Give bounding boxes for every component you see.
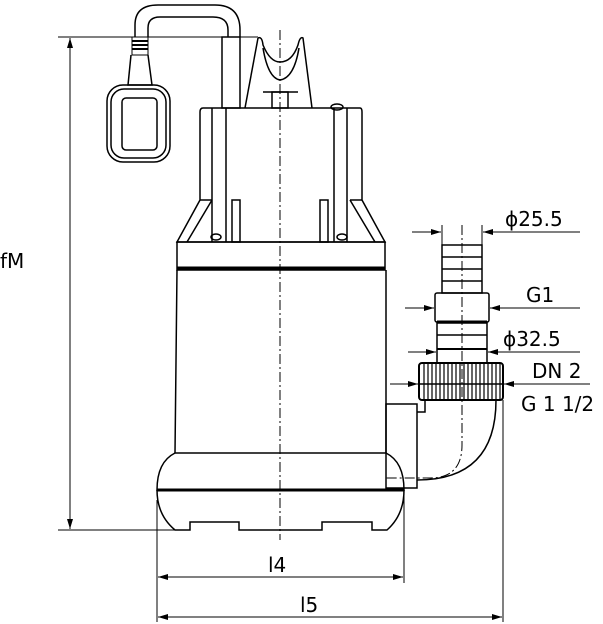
upper-housing bbox=[175, 103, 387, 271]
float-switch bbox=[106, 4, 241, 163]
pump-handle bbox=[244, 36, 313, 109]
motor-body bbox=[156, 269, 405, 531]
thread-large-label: G 1 1/2 bbox=[521, 392, 594, 416]
hose-small-label: ϕ25.5 bbox=[505, 207, 563, 231]
nominal-diameter-label: DN 2 bbox=[532, 359, 581, 383]
hose-large-label: ϕ32.5 bbox=[503, 327, 561, 351]
outlet-centerline bbox=[386, 225, 463, 479]
thread-small-label: G1 bbox=[526, 283, 554, 307]
outlet-fitting bbox=[385, 244, 504, 489]
width-inner-label: l4 bbox=[268, 553, 286, 577]
height-label: fM bbox=[0, 249, 24, 273]
dimension-lines bbox=[58, 36, 590, 622]
width-outer-label: l5 bbox=[300, 593, 318, 617]
